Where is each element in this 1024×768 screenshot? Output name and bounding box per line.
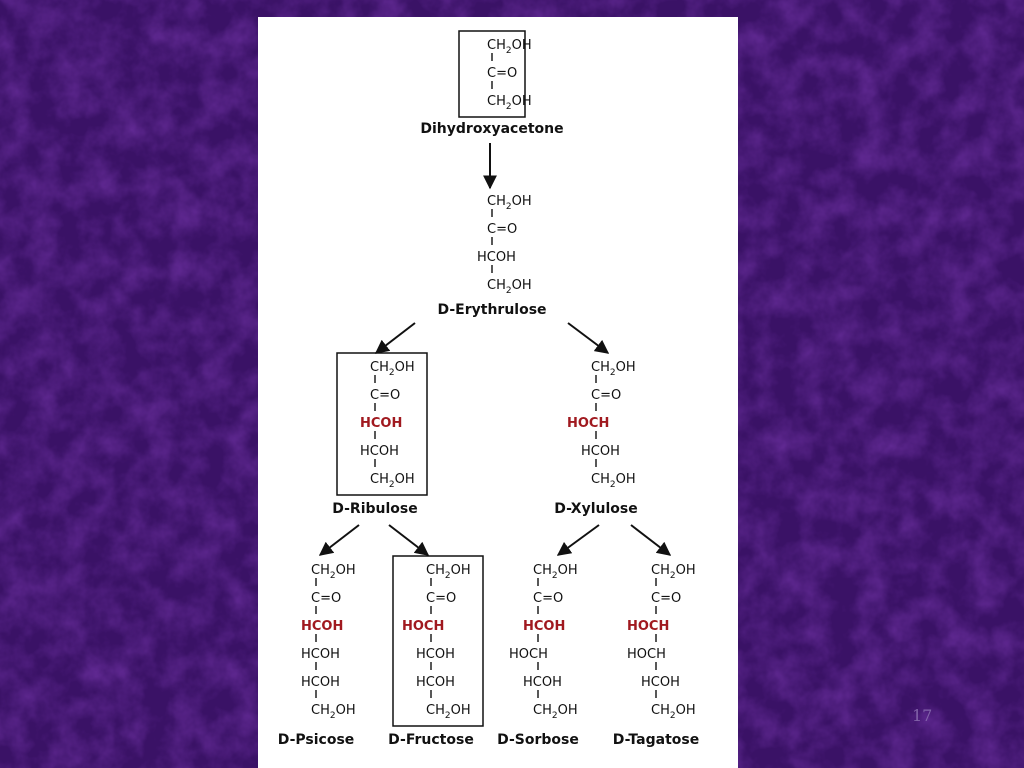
d-psicose-row-1: C=O xyxy=(311,591,341,606)
dihydroxyacetone-row-2: CH2OH xyxy=(487,94,532,112)
d-erythrulose-row-3: CH2OH xyxy=(487,278,532,296)
d-psicose-row-2: HCOH xyxy=(301,619,343,634)
d-ribulose-highlight-box xyxy=(336,352,428,496)
d-fructose-row-4: HCOH xyxy=(416,675,455,690)
d-ribulose-row-0: CH2OH xyxy=(370,360,415,378)
d-fructose-highlight-box xyxy=(392,555,484,727)
arrow-d-erythrulose-to-d-ribulose xyxy=(374,322,416,354)
d-sorbose-row-0: CH2OH xyxy=(533,563,578,581)
d-psicose-row-0: CH2OH xyxy=(311,563,356,581)
d-sorbose-row-5: CH2OH xyxy=(533,703,578,721)
d-fructose-row-1: C=O xyxy=(426,591,456,606)
arrows xyxy=(318,143,672,556)
d-xylulose-label: D-Xylulose xyxy=(554,501,637,517)
d-erythrulose-row-1: C=O xyxy=(487,222,517,237)
dihydroxyacetone-row-1: C=O xyxy=(487,66,517,81)
d-fructose-row-2: HOCH xyxy=(402,619,444,634)
d-psicose-molecule: CH2OH C=O HCOH HCOH HCOH CH2OH D-Psicose xyxy=(278,563,356,748)
d-xylulose-row-2: HOCH xyxy=(567,416,609,431)
d-erythrulose-molecule: CH2OH C=O HCOH CH2OH D-Erythrulose xyxy=(437,194,546,318)
arrow-d-ribulose-to-d-psicose xyxy=(318,524,360,556)
d-xylulose-molecule: CH2OH C=O HOCH HCOH CH2OH D-Xylulose xyxy=(554,360,637,517)
d-tagatose-molecule: CH2OH C=O HOCH HOCH HCOH CH2OH D-Tagatose xyxy=(613,563,699,748)
d-sorbose-row-1: C=O xyxy=(533,591,563,606)
d-sorbose-row-4: HCOH xyxy=(523,675,562,690)
d-erythrulose-label: D-Erythrulose xyxy=(437,302,546,318)
dihydroxyacetone-label: Dihydroxyacetone xyxy=(420,121,563,137)
d-psicose-row-5: CH2OH xyxy=(311,703,356,721)
d-sorbose-label: D-Sorbose xyxy=(497,732,579,748)
d-ribulose-row-2: HCOH xyxy=(360,416,402,431)
d-ribulose-row-3: HCOH xyxy=(360,444,399,459)
d-fructose-row-3: HCOH xyxy=(416,647,455,662)
arrow-d-erythrulose-to-d-xylulose xyxy=(567,322,610,354)
d-fructose-row-0: CH2OH xyxy=(426,563,471,581)
d-xylulose-row-3: HCOH xyxy=(581,444,620,459)
slide-number: 17 xyxy=(912,706,933,725)
d-erythrulose-row-2: HCOH xyxy=(477,250,516,265)
d-sorbose-row-3: HOCH xyxy=(509,647,548,662)
d-xylulose-row-1: C=O xyxy=(591,388,621,403)
molecules: CH2OHC=OCH2OHDihydroxyacetoneCH2OHC=OHCO… xyxy=(278,30,699,748)
d-ribulose-molecule: CH2OH C=O HCOH HCOH CH2OH D-Ribulose xyxy=(332,352,428,517)
d-sorbose-molecule: CH2OH C=O HCOH HOCH HCOH CH2OH D-Sorbose xyxy=(497,563,579,748)
arrow-d-xylulose-to-d-sorbose xyxy=(556,524,600,556)
d-tagatose-row-0: CH2OH xyxy=(651,563,696,581)
dihydroxyacetone-highlight-box xyxy=(458,30,526,118)
d-tagatose-row-4: HCOH xyxy=(641,675,680,690)
ketose-family-diagram: CH2OHC=OCH2OHDihydroxyacetoneCH2OHC=OHCO… xyxy=(278,30,699,748)
d-ribulose-label: D-Ribulose xyxy=(332,501,418,517)
dihydroxyacetone-molecule: CH2OH C=O CH2OH Dihydroxyacetone xyxy=(420,30,564,137)
d-fructose-label: D-Fructose xyxy=(388,732,474,748)
d-psicose-row-3: HCOH xyxy=(301,647,340,662)
d-fructose-molecule: CH2OH C=O HOCH HCOH HCOH CH2OH D-Fructose xyxy=(388,555,484,748)
dihydroxyacetone-row-0: CH2OH xyxy=(487,38,532,56)
d-tagatose-row-2: HOCH xyxy=(627,619,669,634)
d-fructose-row-5: CH2OH xyxy=(426,703,471,721)
d-psicose-label: D-Psicose xyxy=(278,732,355,748)
arrow-d-ribulose-to-d-fructose xyxy=(388,524,430,556)
d-sorbose-row-2: HCOH xyxy=(523,619,565,634)
d-tagatose-row-5: CH2OH xyxy=(651,703,696,721)
d-tagatose-label: D-Tagatose xyxy=(613,732,699,748)
d-ribulose-row-1: C=O xyxy=(370,388,400,403)
d-erythrulose-row-0: CH2OH xyxy=(487,194,532,212)
d-xylulose-row-4: CH2OH xyxy=(591,472,636,490)
d-psicose-row-4: HCOH xyxy=(301,675,340,690)
d-ribulose-row-4: CH2OH xyxy=(370,472,415,490)
arrow-d-xylulose-to-d-tagatose xyxy=(630,524,672,556)
d-tagatose-row-3: HOCH xyxy=(627,647,666,662)
d-xylulose-row-0: CH2OH xyxy=(591,360,636,378)
d-tagatose-row-1: C=O xyxy=(651,591,681,606)
